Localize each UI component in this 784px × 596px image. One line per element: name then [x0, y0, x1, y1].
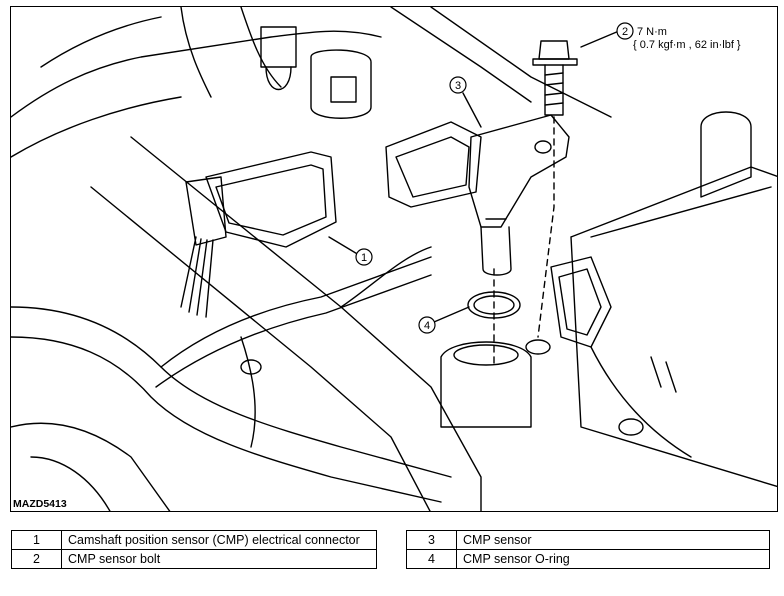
legend-table-left: 1 Camshaft position sensor (CMP) electri… [11, 530, 377, 569]
legend-number: 1 [11, 530, 62, 550]
legend-number: 4 [406, 549, 457, 569]
callout-num-3: 3 [455, 80, 461, 92]
callout-circle-2 [616, 22, 634, 40]
legend-row: 1 Camshaft position sensor (CMP) electri… [11, 530, 377, 550]
legend-number: 3 [406, 530, 457, 550]
legend-description: CMP sensor O-ring [456, 549, 770, 569]
legend-number: 2 [11, 549, 62, 569]
figure-code: MAZD5413 [13, 498, 67, 510]
callout-num-4: 4 [424, 320, 430, 332]
callout-circle-4 [418, 316, 436, 334]
legend-row: 3 CMP sensor [406, 530, 770, 550]
legend-table-right: 3 CMP sensor 4 CMP sensor O-ring [406, 530, 770, 569]
line-drawing: 1 2 3 4 7 N·m { 0.7 kgf·m , 62 in·lbf } … [11, 7, 777, 511]
callout-circle-3 [449, 76, 467, 94]
legend-description: Camshaft position sensor (CMP) electrica… [61, 530, 377, 550]
legend-description: CMP sensor [456, 530, 770, 550]
engine-illustration: 1 2 3 4 7 N·m { 0.7 kgf·m , 62 in·lbf } … [10, 6, 778, 512]
legend-description: CMP sensor bolt [61, 549, 377, 569]
callout-num-2: 2 [622, 26, 628, 38]
callout-num-1: 1 [361, 252, 367, 264]
torque-conversion: { 0.7 kgf·m , 62 in·lbf } [633, 39, 741, 51]
torque-value: 7 N·m [637, 26, 667, 38]
callout-circle-1 [355, 248, 373, 266]
legend-row: 4 CMP sensor O-ring [406, 549, 770, 569]
legend-row: 2 CMP sensor bolt [11, 549, 377, 569]
